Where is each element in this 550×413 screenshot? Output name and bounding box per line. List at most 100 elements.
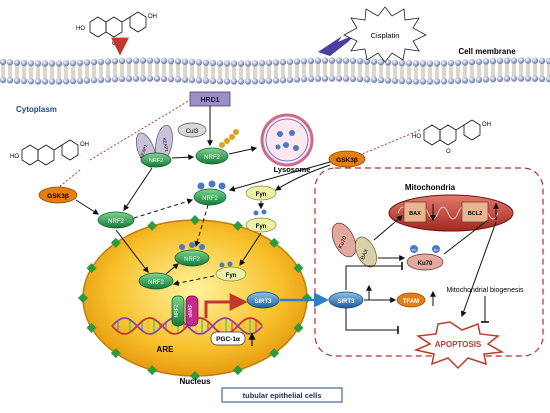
lipid-head [195, 77, 203, 84]
lipid-head [538, 57, 546, 65]
release-arrow [171, 154, 195, 161]
lipid-head [279, 76, 287, 84]
nuclear-pore [269, 237, 280, 248]
lipid-head [349, 75, 357, 83]
sirt3-apoptosis-line [345, 308, 399, 334]
nuclear-pore [110, 348, 121, 359]
lipid-head [517, 75, 525, 82]
nrf2-label: NRF2 [174, 304, 180, 317]
lipid-head [398, 77, 406, 85]
sirt3-mitochondrial: SIRT3 [328, 291, 364, 309]
lipid-head [405, 78, 413, 85]
lipid-head [132, 57, 140, 64]
lipid-head [370, 76, 378, 83]
cell-membrane-label: Cell membrane [458, 47, 516, 56]
lipid-head [384, 77, 392, 84]
lipid-head [426, 60, 434, 67]
nuclear-pore [110, 237, 121, 248]
lysosome [260, 113, 314, 167]
lipid-head [230, 60, 238, 67]
lipid-head [475, 76, 483, 83]
lipid-head [468, 76, 476, 84]
lipid-head [524, 75, 532, 82]
cisplatin-icon: Cisplatin [318, 6, 427, 63]
lipid-head [13, 77, 21, 84]
lipid-head [258, 59, 266, 67]
lipid-head [503, 75, 511, 82]
maf-label: sMAF [188, 304, 194, 317]
lipid-head [307, 75, 315, 83]
lipid-head [181, 76, 189, 83]
lipid-head [111, 57, 119, 65]
hrd1-label: HRD1 [200, 97, 219, 104]
lipid-head [153, 57, 161, 64]
lipid-head [251, 60, 259, 67]
lipid-head [300, 75, 308, 83]
lipid-head [174, 58, 182, 65]
lipid-head [216, 60, 224, 67]
lipid-head [209, 77, 217, 85]
lipid-head [496, 57, 504, 65]
lipid-head [62, 60, 70, 67]
lipid-head [0, 76, 7, 84]
lipid-head [510, 57, 518, 64]
lipid-head [321, 57, 329, 64]
lipid-head [167, 75, 175, 83]
lipid-head [97, 58, 105, 66]
bcl2-node: BCL2 [461, 201, 489, 223]
lipid-head [174, 76, 182, 83]
nuclear-pore [78, 293, 88, 303]
nrf2-nuclear-mid: NRF2 [138, 272, 174, 290]
o-label: O [112, 41, 117, 47]
lipid-head [454, 59, 462, 66]
lipid-head [482, 58, 490, 65]
lipid-head [545, 75, 550, 83]
lipid-head [538, 75, 546, 83]
lipid-head [468, 58, 476, 66]
lipid-head [83, 59, 91, 66]
lysosome-arrow [228, 146, 258, 155]
lysosome-label: Lysosome [274, 165, 311, 174]
nrf2-label: NRF2 [202, 196, 218, 202]
lipid-head [265, 77, 273, 84]
lipid-head [496, 75, 504, 83]
lipid-head [223, 78, 231, 85]
lipid-head [6, 59, 14, 66]
lipid-head [83, 77, 91, 84]
lipid-head [139, 75, 147, 82]
lipid-head [223, 60, 231, 67]
lipid-head [209, 59, 217, 67]
lipid-head [160, 75, 168, 83]
lipid-head [328, 75, 336, 82]
nrf2-label: NRF2 [204, 155, 220, 161]
keap1-label: KEAP1 [162, 137, 170, 153]
keap1-label: KEAP1 [139, 143, 149, 159]
lipid-head [251, 78, 259, 85]
lipid-head [62, 78, 70, 85]
lipid-head [531, 57, 539, 64]
bax-translocation-arrow [373, 215, 403, 241]
ku70-label: Ku70 [338, 235, 349, 249]
gsk3b-left-node: GSK3β [38, 186, 78, 204]
pgc1a-node: PGC-1α [210, 331, 246, 346]
lipid-head [90, 76, 98, 84]
ho-label: HO [76, 26, 85, 32]
ho-label: HO [10, 154, 19, 160]
lipid-head [349, 57, 357, 65]
flavanone-molecule-top: HO OH O [76, 11, 157, 47]
fyn-label: Fyn [256, 192, 267, 198]
lipid-head [482, 76, 490, 83]
flavanone-molecule-right: HO OH O [412, 119, 491, 155]
lipid-head [321, 75, 329, 82]
keap1-complex: KEAP1 KEAP1 Cul3 NRF2 [135, 122, 207, 168]
lipid-head [531, 75, 539, 82]
sirt3-nuclear: SIRT3 [246, 291, 280, 309]
nrf2-label: NRF2 [184, 257, 200, 263]
ku70-label: Ku70 [418, 261, 433, 267]
lipid-head [440, 60, 448, 67]
lipid-head [27, 60, 35, 67]
lipid-head [398, 59, 406, 67]
apoptosis-burst: APOPTOSIS [413, 321, 505, 370]
lipid-head [258, 77, 266, 85]
import-arrow [115, 229, 149, 273]
